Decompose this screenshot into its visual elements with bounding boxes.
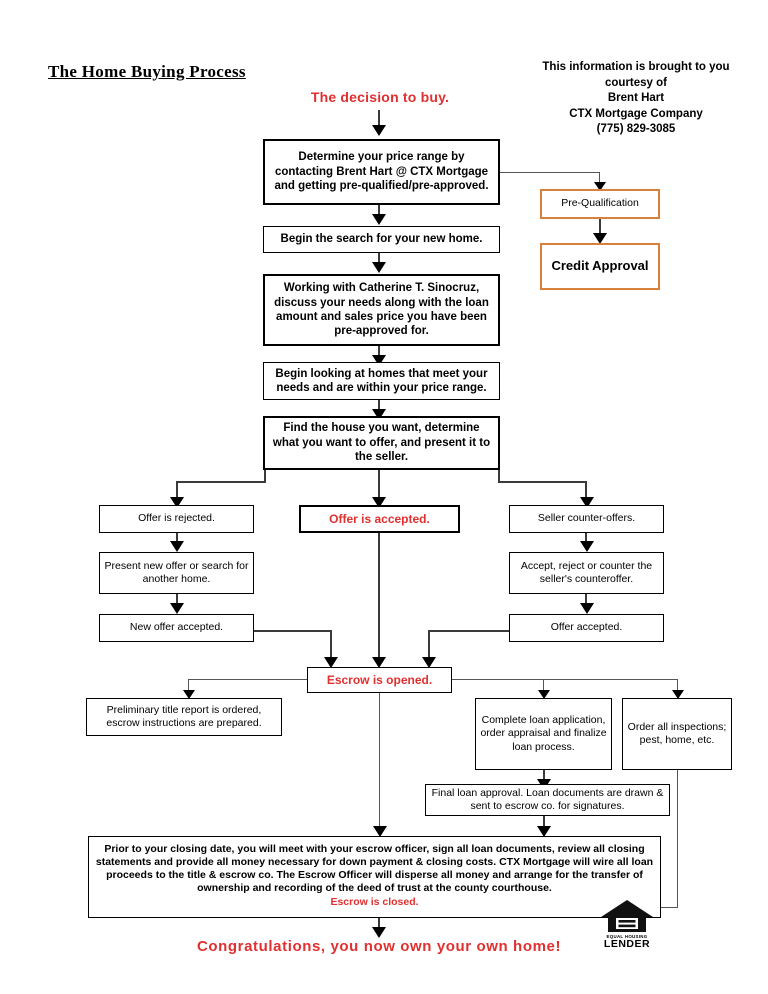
box-find-house[interactable]: Find the house you want, determine what … [263,416,500,470]
connector-escrow-to-right-h [452,679,678,680]
connector-inspections-right-rail-v [677,770,678,908]
escrow-closed-label: Escrow is closed. [330,895,419,908]
arrowhead-determine-to-search [372,214,386,225]
box-accept-reject-counter[interactable]: Accept, reject or counter the seller's c… [509,552,664,594]
connector-rejected-to-present [176,533,178,545]
connector-find-branch-right-v [498,470,500,483]
box-offer-rejected[interactable]: Offer is rejected. [99,505,254,533]
arrowhead-present-to-newoffer [170,603,184,614]
box-new-offer-accepted[interactable]: New offer accepted. [99,614,254,642]
arrowhead-to-complete-loan [538,690,550,699]
box-determine-price-range[interactable]: Determine your price range by contacting… [263,139,500,205]
courtesy-block: This information is brought to you court… [508,60,764,138]
connector-closing-to-congrats [378,918,380,932]
arrowhead-final-to-closing [537,826,551,837]
courtesy-line-3: Brent Hart [607,92,665,105]
box-final-loan-approval[interactable]: Final loan approval. Loan documents are … [425,784,670,816]
arrowhead-decision-to-determine [372,125,386,136]
box-offer-accepted-right[interactable]: Offer accepted. [509,614,664,642]
arrowhead-to-preliminary-title [183,690,195,699]
decision-to-buy-label: The decision to buy. [310,89,450,105]
courtesy-line-4: CTX Mortgage Company [569,107,703,120]
box-closing-instructions[interactable]: Prior to your closing date, you will mee… [88,836,661,918]
connector-accepted-to-escrow-v [378,533,380,661]
box-begin-search[interactable]: Begin the search for your new home. [263,226,500,253]
connector-present-to-newoffer [176,594,178,607]
box-begin-looking[interactable]: Begin looking at homes that meet your ne… [263,362,500,400]
connector-determine-to-search [378,205,380,219]
arrowhead-rejected-to-present [170,541,184,552]
box-seller-counter-offers[interactable]: Seller counter-offers. [509,505,664,533]
arrowhead-escrow-to-closing [373,826,387,837]
connector-escrow-to-inspections-v [677,679,678,694]
arrowhead-to-order-inspections [672,690,684,699]
box-working-with-agent[interactable]: Working with Catherine T. Sinocruz, disc… [263,274,500,346]
arrowhead-to-offer-rejected [170,497,184,508]
arrowhead-offeraccepted-to-escrow [422,657,436,668]
connector-newoffer-to-escrow-h [254,630,332,632]
connector-find-to-counter-v [585,481,587,502]
connector-determine-to-prequal-v [599,172,600,186]
connector-escrow-to-prelim-v [188,679,189,694]
box-pre-qualification[interactable]: Pre-Qualification [540,189,660,219]
arrowhead-accept-to-offeraccepted [580,603,594,614]
arrowhead-accepted-to-escrow [372,657,386,668]
connector-search-to-agent [378,253,380,267]
connector-find-branch-left-h [176,481,266,483]
box-complete-loan-application[interactable]: Complete loan application, order apprais… [475,698,612,770]
box-present-new-offer[interactable]: Present new offer or search for another … [99,552,254,594]
box-order-inspections[interactable]: Order all inspections; pest, home, etc. [622,698,732,770]
connector-accept-to-offeraccepted [585,594,587,607]
connector-loanapp-to-final [543,770,545,784]
arrowhead-closing-to-congrats [372,927,386,938]
connector-find-to-accepted-v [378,470,380,500]
arrowhead-newoffer-to-escrow [324,657,338,668]
house-icon [601,900,653,932]
connector-counter-to-accept [585,533,587,545]
arrowhead-to-prequal [594,182,606,191]
connector-prequal-to-credit [599,219,601,236]
arrowhead-looking-to-find [372,409,386,420]
box-escrow-opened[interactable]: Escrow is opened. [307,667,452,693]
connector-looking-to-find [378,400,380,414]
connector-find-branch-left-v [264,470,266,483]
connector-escrow-to-prelim-h [188,679,308,680]
arrowhead-to-offer-accepted [372,497,386,508]
courtesy-line-1: This information is brought to you [542,61,730,73]
equal-housing-lender-logo: EQUAL HOUSING LENDER [598,898,656,950]
connector-find-to-rejected-v [176,481,178,502]
closing-paragraph-text: Prior to your closing date, you will mee… [95,843,654,895]
logo-line-1: EQUAL HOUSING [606,934,648,939]
box-preliminary-title-report[interactable]: Preliminary title report is ordered, esc… [86,698,282,736]
arrowhead-agent-to-looking [372,355,386,366]
connector-newoffer-to-escrow-v [330,630,332,661]
connector-inspections-right-rail-h [660,907,678,908]
page-title: The Home Buying Process [48,62,246,81]
box-offer-accepted[interactable]: Offer is accepted. [299,505,460,533]
logo-line-2: LENDER [603,938,651,951]
arrowhead-prequal-to-credit [593,233,607,244]
arrowhead-to-seller-counter [580,497,594,508]
connector-offeraccepted-to-escrow-h [428,630,511,632]
connector-find-branch-right-h [498,481,587,483]
box-credit-approval[interactable]: Credit Approval [540,243,660,290]
connector-agent-to-looking [378,346,380,360]
arrowhead-search-to-agent [372,262,386,273]
connector-escrow-to-closing-v [379,693,380,833]
courtesy-line-2: courtesy of [605,76,667,89]
connector-determine-to-prequal-h [500,172,600,173]
arrowhead-counter-to-accept [580,541,594,552]
connector-final-to-closing [543,816,545,831]
courtesy-line-5: (775) 829-3085 [596,123,676,136]
congratulations-label: Congratulations, you now own your own ho… [196,938,562,955]
connector-decision-to-determine [378,110,380,128]
connector-offeraccepted-to-escrow-v [428,630,430,661]
connector-escrow-to-loanapp-v [543,679,544,694]
